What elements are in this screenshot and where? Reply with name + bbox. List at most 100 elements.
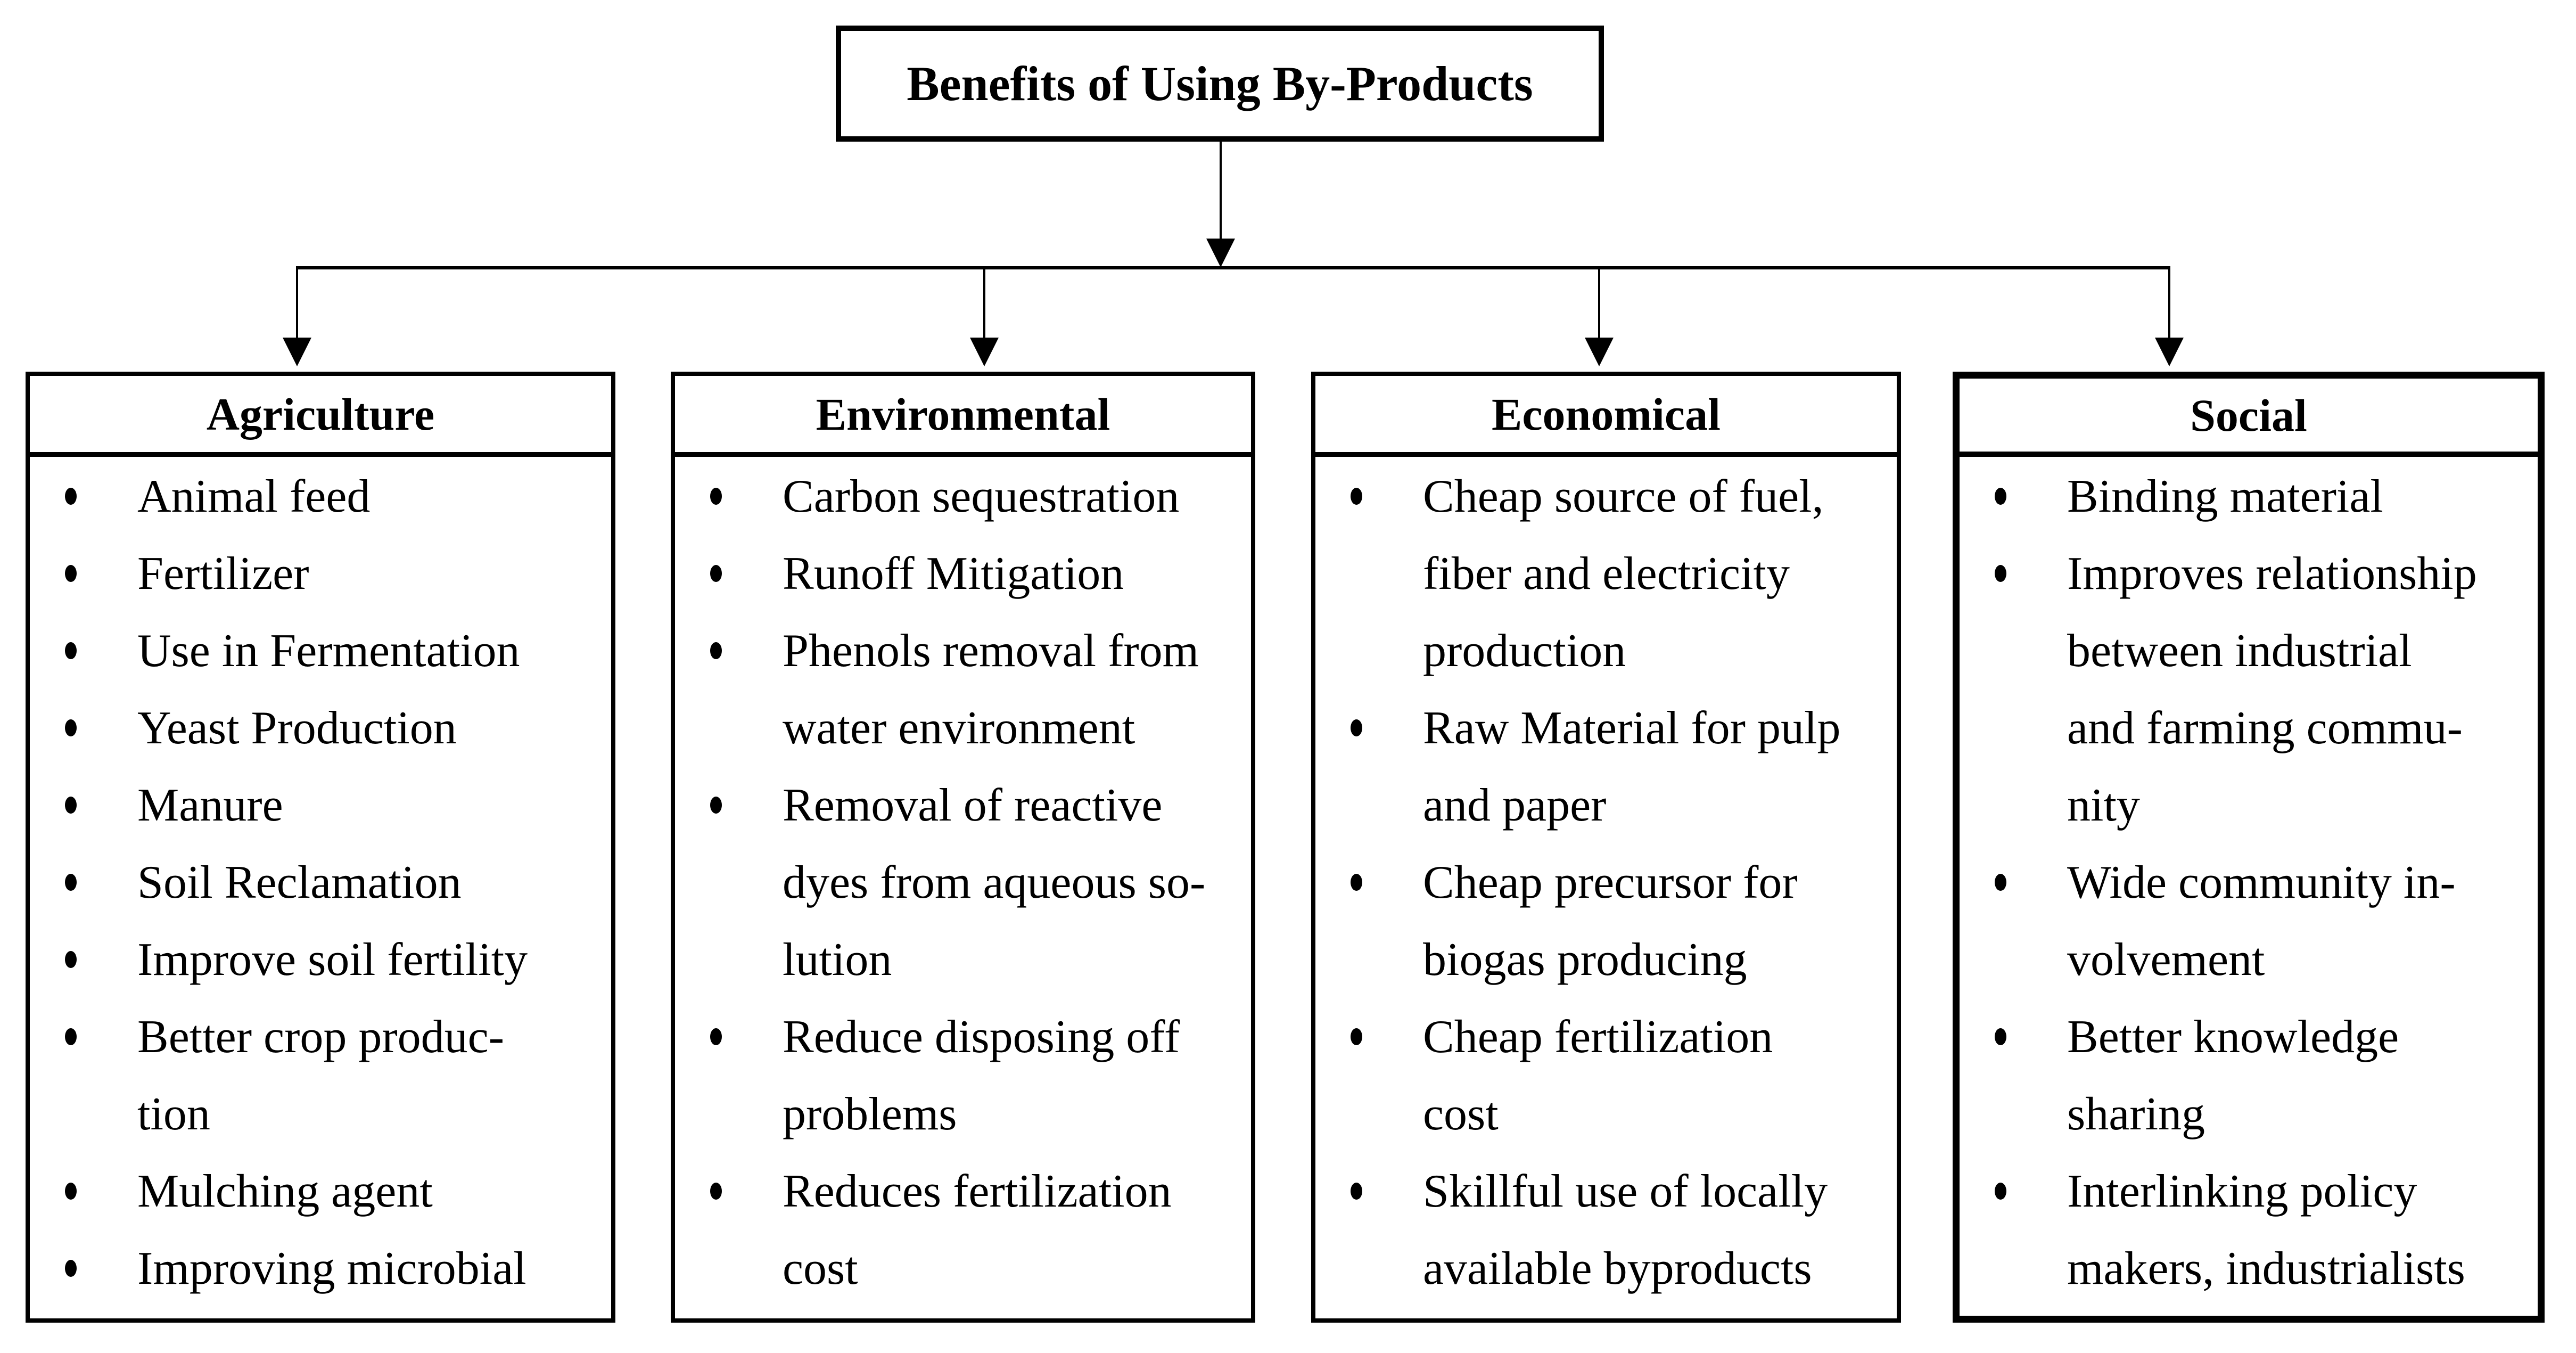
item-line: Cheap precursor for [1423, 857, 1798, 908]
item-line: tion [137, 1088, 210, 1140]
item-text: Binding material [2067, 458, 2527, 535]
item-line: Better knowledge [2067, 1011, 2399, 1063]
item-line: Yeast Production [137, 702, 457, 754]
list-item: Improve soil fertility [30, 921, 600, 998]
bullet-icon [1351, 488, 1362, 505]
item-text: Use in Fermentation [137, 612, 600, 690]
item-line: Binding material [2067, 471, 2383, 522]
item-line: Reduces fertilization [783, 1166, 1172, 1217]
item-text: Mulching agent [137, 1153, 600, 1230]
category-title: Economical [1492, 388, 1721, 440]
item-line: fiber and electricity [1423, 548, 1790, 600]
item-line: Reduce disposing off [783, 1011, 1180, 1063]
bullet-icon [1995, 488, 2006, 505]
item-line: and farming commu- [2067, 702, 2463, 754]
list-item: Better crop produc-tion [30, 998, 600, 1153]
arrow-down-icon [283, 338, 311, 366]
bullet-icon [1995, 565, 2006, 582]
category-title: Environmental [816, 388, 1110, 440]
list-item: Wide community in-volvement [1960, 844, 2527, 998]
item-line: volvement [2067, 934, 2265, 986]
bullet-icon [1995, 1028, 2006, 1045]
list-item: Interlinking policy makers, industrialist… [1960, 1153, 2527, 1307]
item-line: water environment [783, 702, 1135, 754]
item-line: lution [783, 934, 892, 986]
item-line: between industrial [2067, 625, 2412, 677]
category-header: Social [1960, 379, 2538, 457]
item-line: Improving microbial [137, 1243, 526, 1294]
arrow-down-icon [970, 338, 999, 366]
item-text: Interlinking policy makers, industrialist… [2067, 1153, 2527, 1307]
bullet-icon [65, 1028, 77, 1045]
item-line: dyes from aqueous so- [783, 857, 1206, 908]
list-item: Cheap source of fuel,fiber and electrici… [1315, 458, 1886, 690]
bullet-icon [65, 565, 77, 582]
item-line: Manure [137, 780, 283, 831]
connector-trunk-line [1220, 141, 1222, 240]
item-line: Use in Fermentation [137, 625, 520, 677]
bullet-icon [710, 642, 722, 659]
item-line: production [1423, 625, 1626, 677]
bullet-icon [710, 565, 722, 582]
category-box: Economical Cheap source of fuel,fiber an… [1311, 372, 1901, 1323]
bullet-icon [65, 719, 77, 736]
item-text: Animal feed [137, 458, 600, 535]
list-item: Runoff Mitigation [675, 535, 1240, 612]
item-line: Fertilizer [137, 548, 309, 600]
item-line: Carbon sequestration [783, 471, 1180, 522]
item-text: Carbon sequestration [783, 458, 1240, 535]
bullet-icon [65, 797, 77, 814]
list-item: Better knowledge sharing [1960, 998, 2527, 1153]
bullet-icon [1351, 874, 1362, 891]
bullet-icon [1995, 1183, 2006, 1200]
item-line: nity [2067, 780, 2140, 831]
category-header: Agriculture [30, 376, 611, 457]
item-text: Better crop produc-tion [137, 998, 600, 1153]
bullet-icon [1351, 1028, 1362, 1045]
category-header: Economical [1315, 376, 1897, 457]
category-title: Social [2190, 389, 2307, 441]
bullet-icon [65, 1260, 77, 1277]
bullet-icon [65, 874, 77, 891]
item-line: Interlinking policy [2067, 1166, 2417, 1217]
item-line: sharing [2067, 1088, 2205, 1140]
bullet-icon [65, 642, 77, 659]
bullet-icon [710, 1028, 722, 1045]
list-item: Carbon sequestration [675, 458, 1240, 535]
arrow-down-icon [1585, 338, 1614, 366]
item-line: Improve soil fertility [137, 934, 528, 986]
connector-drop-line [1598, 269, 1600, 338]
list-item: Improving microbial [30, 1230, 600, 1307]
bullet-icon [1351, 1183, 1362, 1200]
item-line: Better crop produc- [137, 1011, 505, 1063]
item-text: Cheap source of fuel,fiber and electrici… [1423, 458, 1886, 690]
item-line: makers, industrialists [2067, 1243, 2465, 1294]
bullet-icon [1995, 874, 2006, 891]
item-text: Improving microbial [137, 1230, 600, 1307]
bullet-icon [710, 797, 722, 814]
item-text: Fertilizer [137, 535, 600, 612]
item-line: Wide community in- [2067, 857, 2456, 908]
item-text: Better knowledge sharing [2067, 998, 2527, 1153]
title-box: Benefits of Using By-Products [836, 26, 1604, 142]
item-line: and paper [1423, 780, 1607, 831]
diagram-title: Benefits of Using By-Products [907, 56, 1533, 111]
bullet-icon [65, 1183, 77, 1200]
list-item: Use in Fermentation [30, 612, 600, 690]
item-line: Runoff Mitigation [783, 548, 1124, 600]
category-title: Agriculture [206, 388, 435, 440]
